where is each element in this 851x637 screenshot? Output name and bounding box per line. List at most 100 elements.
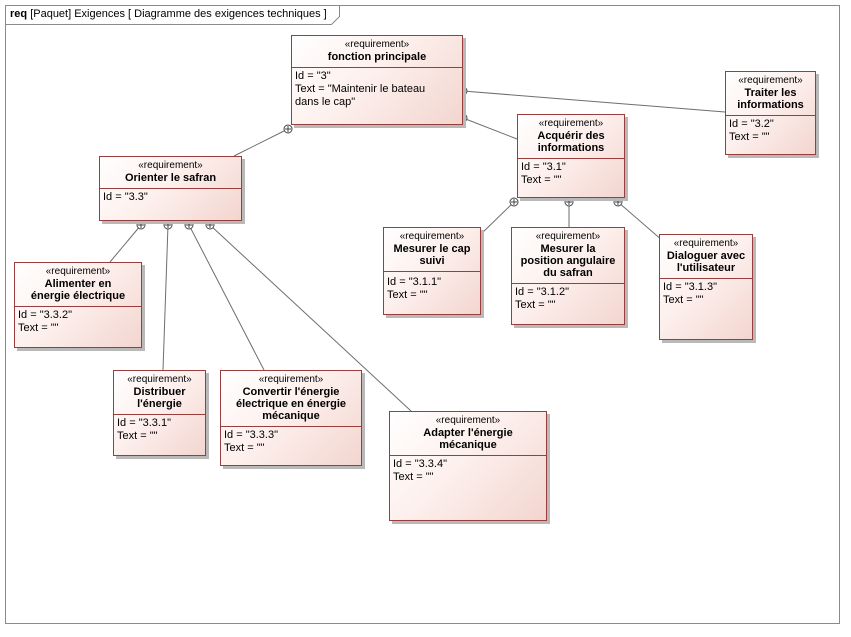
- requirement-id: Id = "3.1.1": [387, 276, 441, 288]
- containment-line: [162, 224, 169, 371]
- requirement-stereotype: «requirement»: [45, 266, 111, 277]
- containment-link: [184, 220, 265, 371]
- requirement-text: Text = "": [224, 442, 265, 454]
- requirement-stereotype: «requirement»: [738, 75, 803, 86]
- containment-link: [564, 197, 574, 227]
- requirement-orienter-safran[interactable]: «requirement» Orienter le safran Id = "3…: [99, 156, 242, 221]
- requirement-header: «requirement» Mesurer la position angula…: [512, 228, 624, 284]
- requirement-text: Text = "": [393, 471, 434, 483]
- requirement-text: Text = "Maintenir le bateau dans le cap": [295, 83, 426, 108]
- requirement-id: Id = "3.1.3": [663, 281, 717, 293]
- requirement-traiter-informations[interactable]: «requirement» Traiter les informations I…: [725, 71, 816, 155]
- containment-line: [209, 224, 412, 412]
- requirement-convertir-energie[interactable]: «requirement» Convertir l'énergie électr…: [220, 370, 362, 466]
- requirement-id: Id = "3.1.2": [515, 286, 569, 298]
- requirement-stereotype: «requirement»: [258, 374, 324, 385]
- requirement-text: Text = "": [729, 131, 770, 143]
- requirement-properties: Id = "3" Text = "Maintenir le bateau dan…: [292, 68, 462, 111]
- requirement-header: «requirement» Convertir l'énergie électr…: [221, 371, 361, 427]
- requirement-stereotype: «requirement»: [538, 118, 604, 129]
- requirement-header: «requirement» Dialoguer avec l'utilisate…: [660, 235, 752, 279]
- frame-title-text: [Paquet] Exigences [ Diagramme des exige…: [30, 8, 327, 20]
- requirement-acquerir-informations[interactable]: «requirement» Acquérir des informations …: [517, 114, 625, 198]
- requirement-header: «requirement» fonction principale: [292, 36, 462, 68]
- requirement-name: Dialoguer avec l'utilisateur: [666, 250, 746, 274]
- requirement-name: Traiter les informations: [737, 87, 804, 111]
- requirement-name: Adapter l'énergie mécanique: [423, 427, 513, 451]
- frame-tab-outline: [6, 6, 340, 25]
- requirement-stereotype: «requirement»: [399, 231, 465, 242]
- requirement-stereotype: «requirement»: [535, 231, 601, 242]
- containment-link: [205, 220, 412, 412]
- requirement-stereotype: «requirement»: [127, 374, 192, 385]
- requirement-properties: Id = "3.3.1" Text = "": [114, 415, 205, 445]
- containment-link: [162, 220, 173, 371]
- requirement-fonction-principale[interactable]: «requirement» fonction principale Id = "…: [291, 35, 463, 125]
- requirement-text: Text = "": [515, 299, 556, 311]
- requirement-name: Distribuer l'énergie: [133, 386, 186, 410]
- requirement-header: «requirement» Distribuer l'énergie: [114, 371, 205, 415]
- requirement-header: «requirement» Mesurer le cap suivi: [384, 228, 480, 272]
- requirement-name: Mesurer le cap suivi: [393, 243, 471, 267]
- containment-line: [617, 201, 664, 242]
- containment-link: [478, 197, 519, 237]
- requirement-id: Id = "3": [295, 70, 331, 82]
- requirement-distribuer-energie[interactable]: «requirement» Distribuer l'énergie Id = …: [113, 370, 206, 456]
- requirement-header: «requirement» Orienter le safran: [100, 157, 241, 189]
- requirement-stereotype: «requirement»: [435, 415, 501, 426]
- containment-line: [233, 128, 289, 157]
- requirement-text: Text = "": [387, 289, 428, 301]
- containment-line: [188, 224, 265, 371]
- requirement-properties: Id = "3.3": [100, 189, 241, 206]
- requirement-properties: Id = "3.1.3" Text = "": [660, 279, 752, 309]
- containment-line: [109, 224, 142, 263]
- containment-link: [458, 86, 726, 113]
- requirement-id: Id = "3.3": [103, 191, 148, 203]
- requirement-id: Id = "3.3.2": [18, 309, 72, 321]
- requirement-header: «requirement» Adapter l'énergie mécaniqu…: [390, 412, 546, 456]
- requirement-text: Text = "": [117, 430, 158, 442]
- requirement-adapter-energie[interactable]: «requirement» Adapter l'énergie mécaniqu…: [389, 411, 547, 521]
- frame-kind: req: [10, 8, 28, 20]
- requirement-name: Convertir l'énergie électrique en énergi…: [235, 386, 347, 422]
- containment-line: [462, 90, 726, 113]
- requirement-header: «requirement» Acquérir des informations: [518, 115, 624, 159]
- requirement-id: Id = "3.1": [521, 161, 566, 173]
- containment-link: [458, 113, 518, 140]
- requirement-name: Alimenter en énergie électrique: [30, 278, 126, 302]
- requirement-name: fonction principale: [327, 51, 427, 63]
- requirement-properties: Id = "3.1" Text = "": [518, 159, 624, 189]
- requirement-properties: Id = "3.3.2" Text = "": [15, 307, 141, 337]
- requirement-name: Acquérir des informations: [537, 130, 605, 154]
- containment-link: [613, 197, 664, 242]
- requirement-id: Id = "3.2": [729, 118, 774, 130]
- requirement-text: Text = "": [18, 322, 59, 334]
- requirement-text: Text = "": [663, 294, 704, 306]
- requirement-mesurer-position-safran[interactable]: «requirement» Mesurer la position angula…: [511, 227, 625, 325]
- requirement-stereotype: «requirement»: [138, 160, 203, 171]
- requirement-stereotype: «requirement»: [344, 39, 410, 50]
- frame-title: req [Paquet] Exigences [ Diagramme des e…: [10, 8, 327, 20]
- requirement-properties: Id = "3.3.4" Text = "": [390, 456, 546, 486]
- requirement-stereotype: «requirement»: [673, 238, 739, 249]
- requirement-alimenter-energie[interactable]: «requirement» Alimenter en énergie élect…: [14, 262, 142, 348]
- containment-link: [233, 124, 293, 157]
- requirement-properties: Id = "3.1.1" Text = "": [384, 272, 480, 304]
- requirement-id: Id = "3.3.1": [117, 417, 171, 429]
- requirement-name: Orienter le safran: [124, 172, 217, 184]
- containment-line: [478, 201, 515, 237]
- requirement-properties: Id = "3.2" Text = "": [726, 116, 815, 146]
- requirement-mesurer-cap[interactable]: «requirement» Mesurer le cap suivi Id = …: [383, 227, 481, 315]
- requirement-name: Mesurer la position angulaire du safran: [520, 243, 616, 279]
- requirement-dialoguer-utilisateur[interactable]: «requirement» Dialoguer avec l'utilisate…: [659, 234, 753, 340]
- requirement-id: Id = "3.3.3": [224, 429, 278, 441]
- containment-link: [109, 220, 146, 263]
- requirement-properties: Id = "3.3.3" Text = "": [221, 427, 361, 457]
- requirement-text: Text = "": [521, 174, 562, 186]
- requirement-header: «requirement» Alimenter en énergie élect…: [15, 263, 141, 307]
- requirement-header: «requirement» Traiter les informations: [726, 72, 815, 116]
- requirement-properties: Id = "3.1.2" Text = "": [512, 284, 624, 314]
- requirement-id: Id = "3.3.4": [393, 458, 447, 470]
- containment-line: [462, 117, 518, 140]
